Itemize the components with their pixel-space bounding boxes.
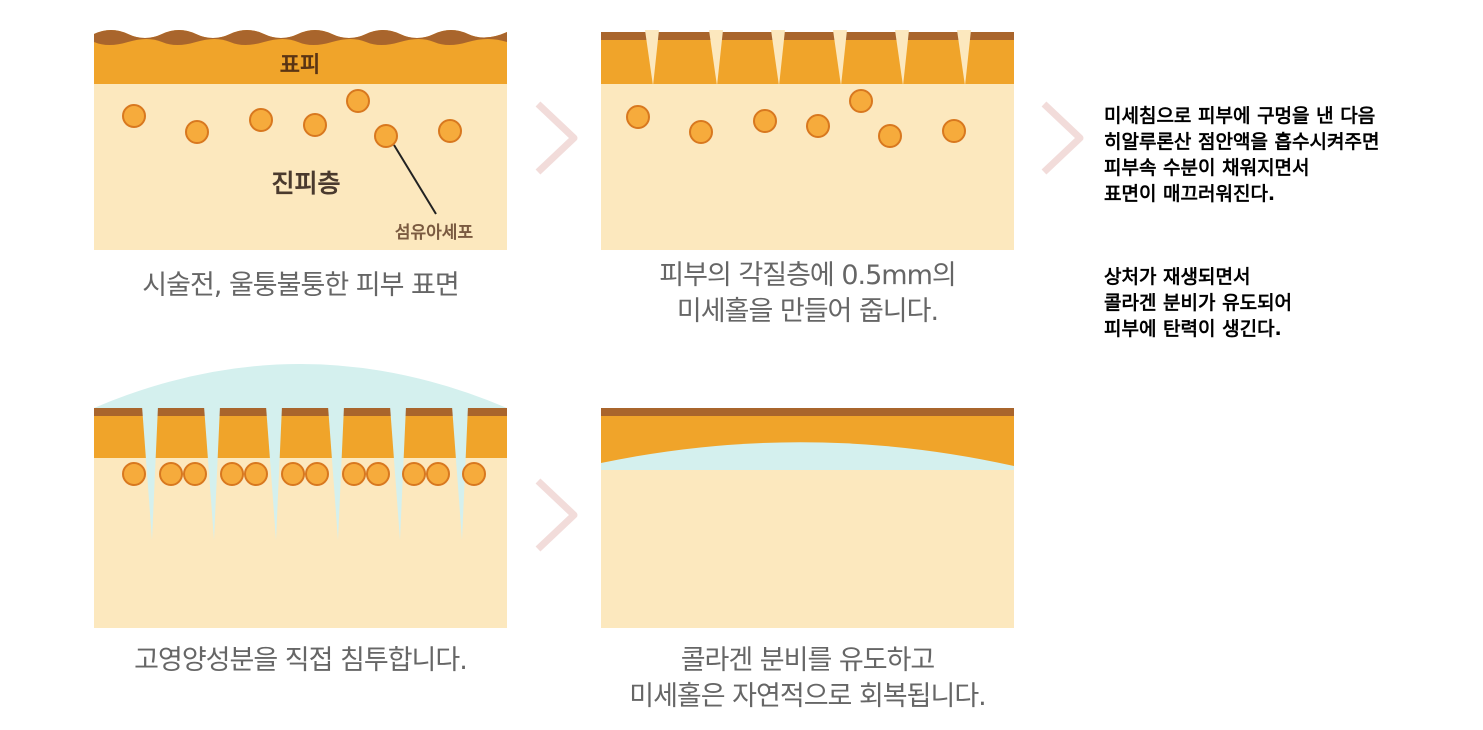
fibroblast-cell [221,463,243,485]
diagram-micro-holes [601,20,1014,250]
chevron-right-icon [532,475,582,555]
skin-surface [601,408,1014,416]
caption-line: 미세홀을 만들어 줍니다. [601,294,1014,330]
caption-line: 미세홀은 자연적으로 회복됩니다. [601,679,1014,715]
diagram-serum-penetration [94,360,507,628]
fibroblast-cell [186,121,208,143]
fibroblast-cell [343,463,365,485]
fibroblast-cell [943,120,965,142]
fibroblast-cell [304,114,326,136]
side-paragraph-2: 상처가 재생되면서 콜라겐 분비가 유도되어 피부에 탄력이 생긴다. [1104,264,1292,342]
caption-micro-holes: 피부의 각질층에 0.5mm의 미세홀을 만들어 줍니다. [601,258,1014,330]
fibroblast-cell [463,463,485,485]
chevron-right-icon [1038,98,1088,178]
caption-recovery: 콜라겐 분비를 유도하고 미세홀은 자연적으로 회복됩니다. [601,643,1014,715]
fibroblast-cell [123,105,145,127]
fibroblast-cell [245,463,267,485]
caption-line: 콜라겐 분비를 유도하고 [601,643,1014,679]
chevron-right-icon [532,98,582,178]
fibroblast-cell [427,463,449,485]
dermis-layer [601,84,1014,250]
skin-surface [601,32,1014,40]
dermis-label: 진피층 [271,169,340,198]
fibroblast-cell [306,463,328,485]
fibroblast-cell [160,463,182,485]
side-paragraph-1: 미세침으로 피부에 구멍을 낸 다음 히알루론산 점안액을 흡수시켜주면 피부속… [1104,103,1379,207]
fibroblast-cell [367,463,389,485]
side-line: 표면이 매끄러워진다. [1104,181,1379,207]
epidermis-label: 표피 [280,53,320,78]
fibroblast-cell [754,110,776,132]
fibroblast-label: 섬유아세포 [395,223,474,243]
side-line: 콜라겐 분비가 유도되어 [1104,290,1292,316]
side-line: 미세침으로 피부에 구멍을 낸 다음 [1104,103,1379,129]
fibroblast-cell [439,120,461,142]
fibroblast-cell [403,463,425,485]
side-line: 히알루론산 점안액을 흡수시켜주면 [1104,129,1379,155]
caption-before-treatment: 시술전, 울퉁불퉁한 피부 표면 [94,268,507,304]
fibroblast-cell [123,463,145,485]
fibroblast-cell [807,115,829,137]
fibroblast-cell [690,121,712,143]
fibroblast-cell [184,463,206,485]
fibroblast-cell [627,106,649,128]
fibroblast-cell [375,125,397,147]
fibroblast-cell [250,109,272,131]
caption-serum-penetration: 고영양성분을 직접 침투합니다. [94,643,507,679]
side-line: 피부속 수분이 채워지면서 [1104,155,1379,181]
fibroblast-cell [347,90,369,112]
diagram-before-treatment: 표피 진피층 섬유아세포 [94,20,507,250]
serum-layer [94,364,507,408]
fibroblast-cell [282,463,304,485]
diagram-recovered-skin [601,408,1014,628]
side-line: 피부에 탄력이 생긴다. [1104,316,1292,342]
fibroblast-cell [850,90,872,112]
caption-line: 피부의 각질층에 0.5mm의 [601,258,1014,294]
fibroblast-cell [879,125,901,147]
side-line: 상처가 재생되면서 [1104,264,1292,290]
